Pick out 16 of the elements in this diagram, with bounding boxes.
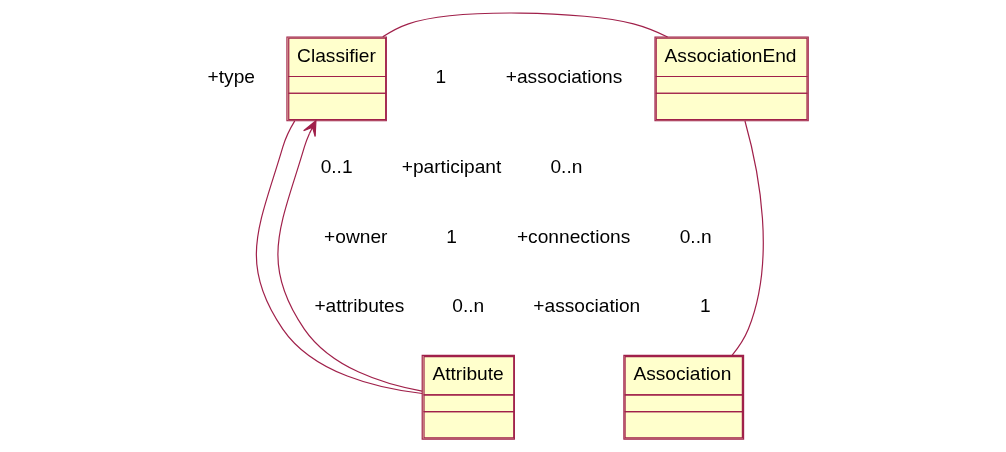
label: 0..n bbox=[550, 156, 583, 178]
label: +connections bbox=[516, 225, 631, 247]
label: 0..n bbox=[679, 225, 712, 247]
label: +associations bbox=[505, 66, 623, 88]
label: 0..1 bbox=[320, 156, 353, 178]
label: +type bbox=[207, 66, 255, 88]
label: 1 bbox=[446, 225, 457, 247]
connector bbox=[731, 120, 764, 356]
label: 1 bbox=[699, 295, 711, 317]
label: +attributes bbox=[314, 295, 405, 317]
label: 1 bbox=[435, 66, 447, 88]
connector bbox=[382, 12, 669, 38]
label: +owner bbox=[324, 225, 388, 247]
label: 0..n bbox=[452, 295, 485, 317]
label: +participant bbox=[401, 156, 502, 178]
label: +association bbox=[533, 295, 641, 317]
